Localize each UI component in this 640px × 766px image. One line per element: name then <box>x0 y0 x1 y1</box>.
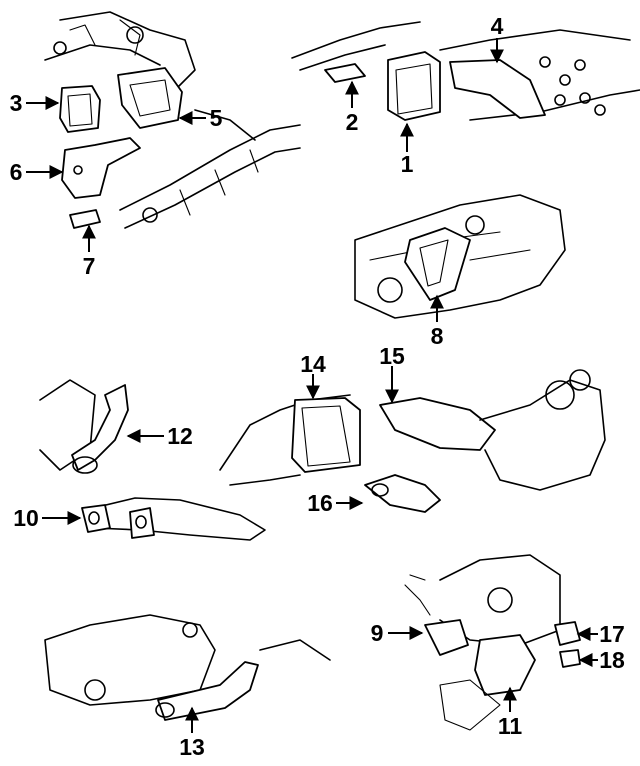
center-group <box>219 369 606 513</box>
bracket-part-6 <box>61 137 141 199</box>
trans-group-left-middle <box>39 379 266 541</box>
callout-5: 5 <box>210 105 223 131</box>
callout-4: 4 <box>491 13 504 39</box>
callout-9: 9 <box>371 620 384 646</box>
bracket-part-5 <box>117 67 183 129</box>
callout-13: 13 <box>179 734 205 760</box>
callout-10: 10 <box>13 505 39 531</box>
trans-group-bottom-left <box>44 614 331 721</box>
callout-8: 8 <box>431 323 444 349</box>
callout-2: 2 <box>346 109 359 135</box>
callout-1: 1 <box>401 151 414 177</box>
leader-lines <box>26 38 598 733</box>
callout-labels: 1 2 3 4 5 6 7 8 9 10 11 12 13 14 15 16 1… <box>10 13 625 760</box>
engine-frame-group-top-left <box>44 11 301 229</box>
shim-part-7 <box>69 209 101 229</box>
engine-group-bottom-right <box>404 554 581 731</box>
callout-7: 7 <box>83 253 96 279</box>
callout-14: 14 <box>300 351 326 377</box>
callout-3: 3 <box>10 90 23 116</box>
callout-15: 15 <box>379 343 405 369</box>
frame-group-top-right <box>291 21 640 121</box>
callout-16: 16 <box>307 490 333 516</box>
engine-group-middle-right <box>354 194 566 319</box>
callout-12: 12 <box>167 423 193 449</box>
callout-11: 11 <box>498 713 523 739</box>
mount-part-3 <box>59 85 101 133</box>
callout-17: 17 <box>599 621 625 647</box>
callout-18: 18 <box>599 647 625 673</box>
callout-6: 6 <box>10 159 23 185</box>
